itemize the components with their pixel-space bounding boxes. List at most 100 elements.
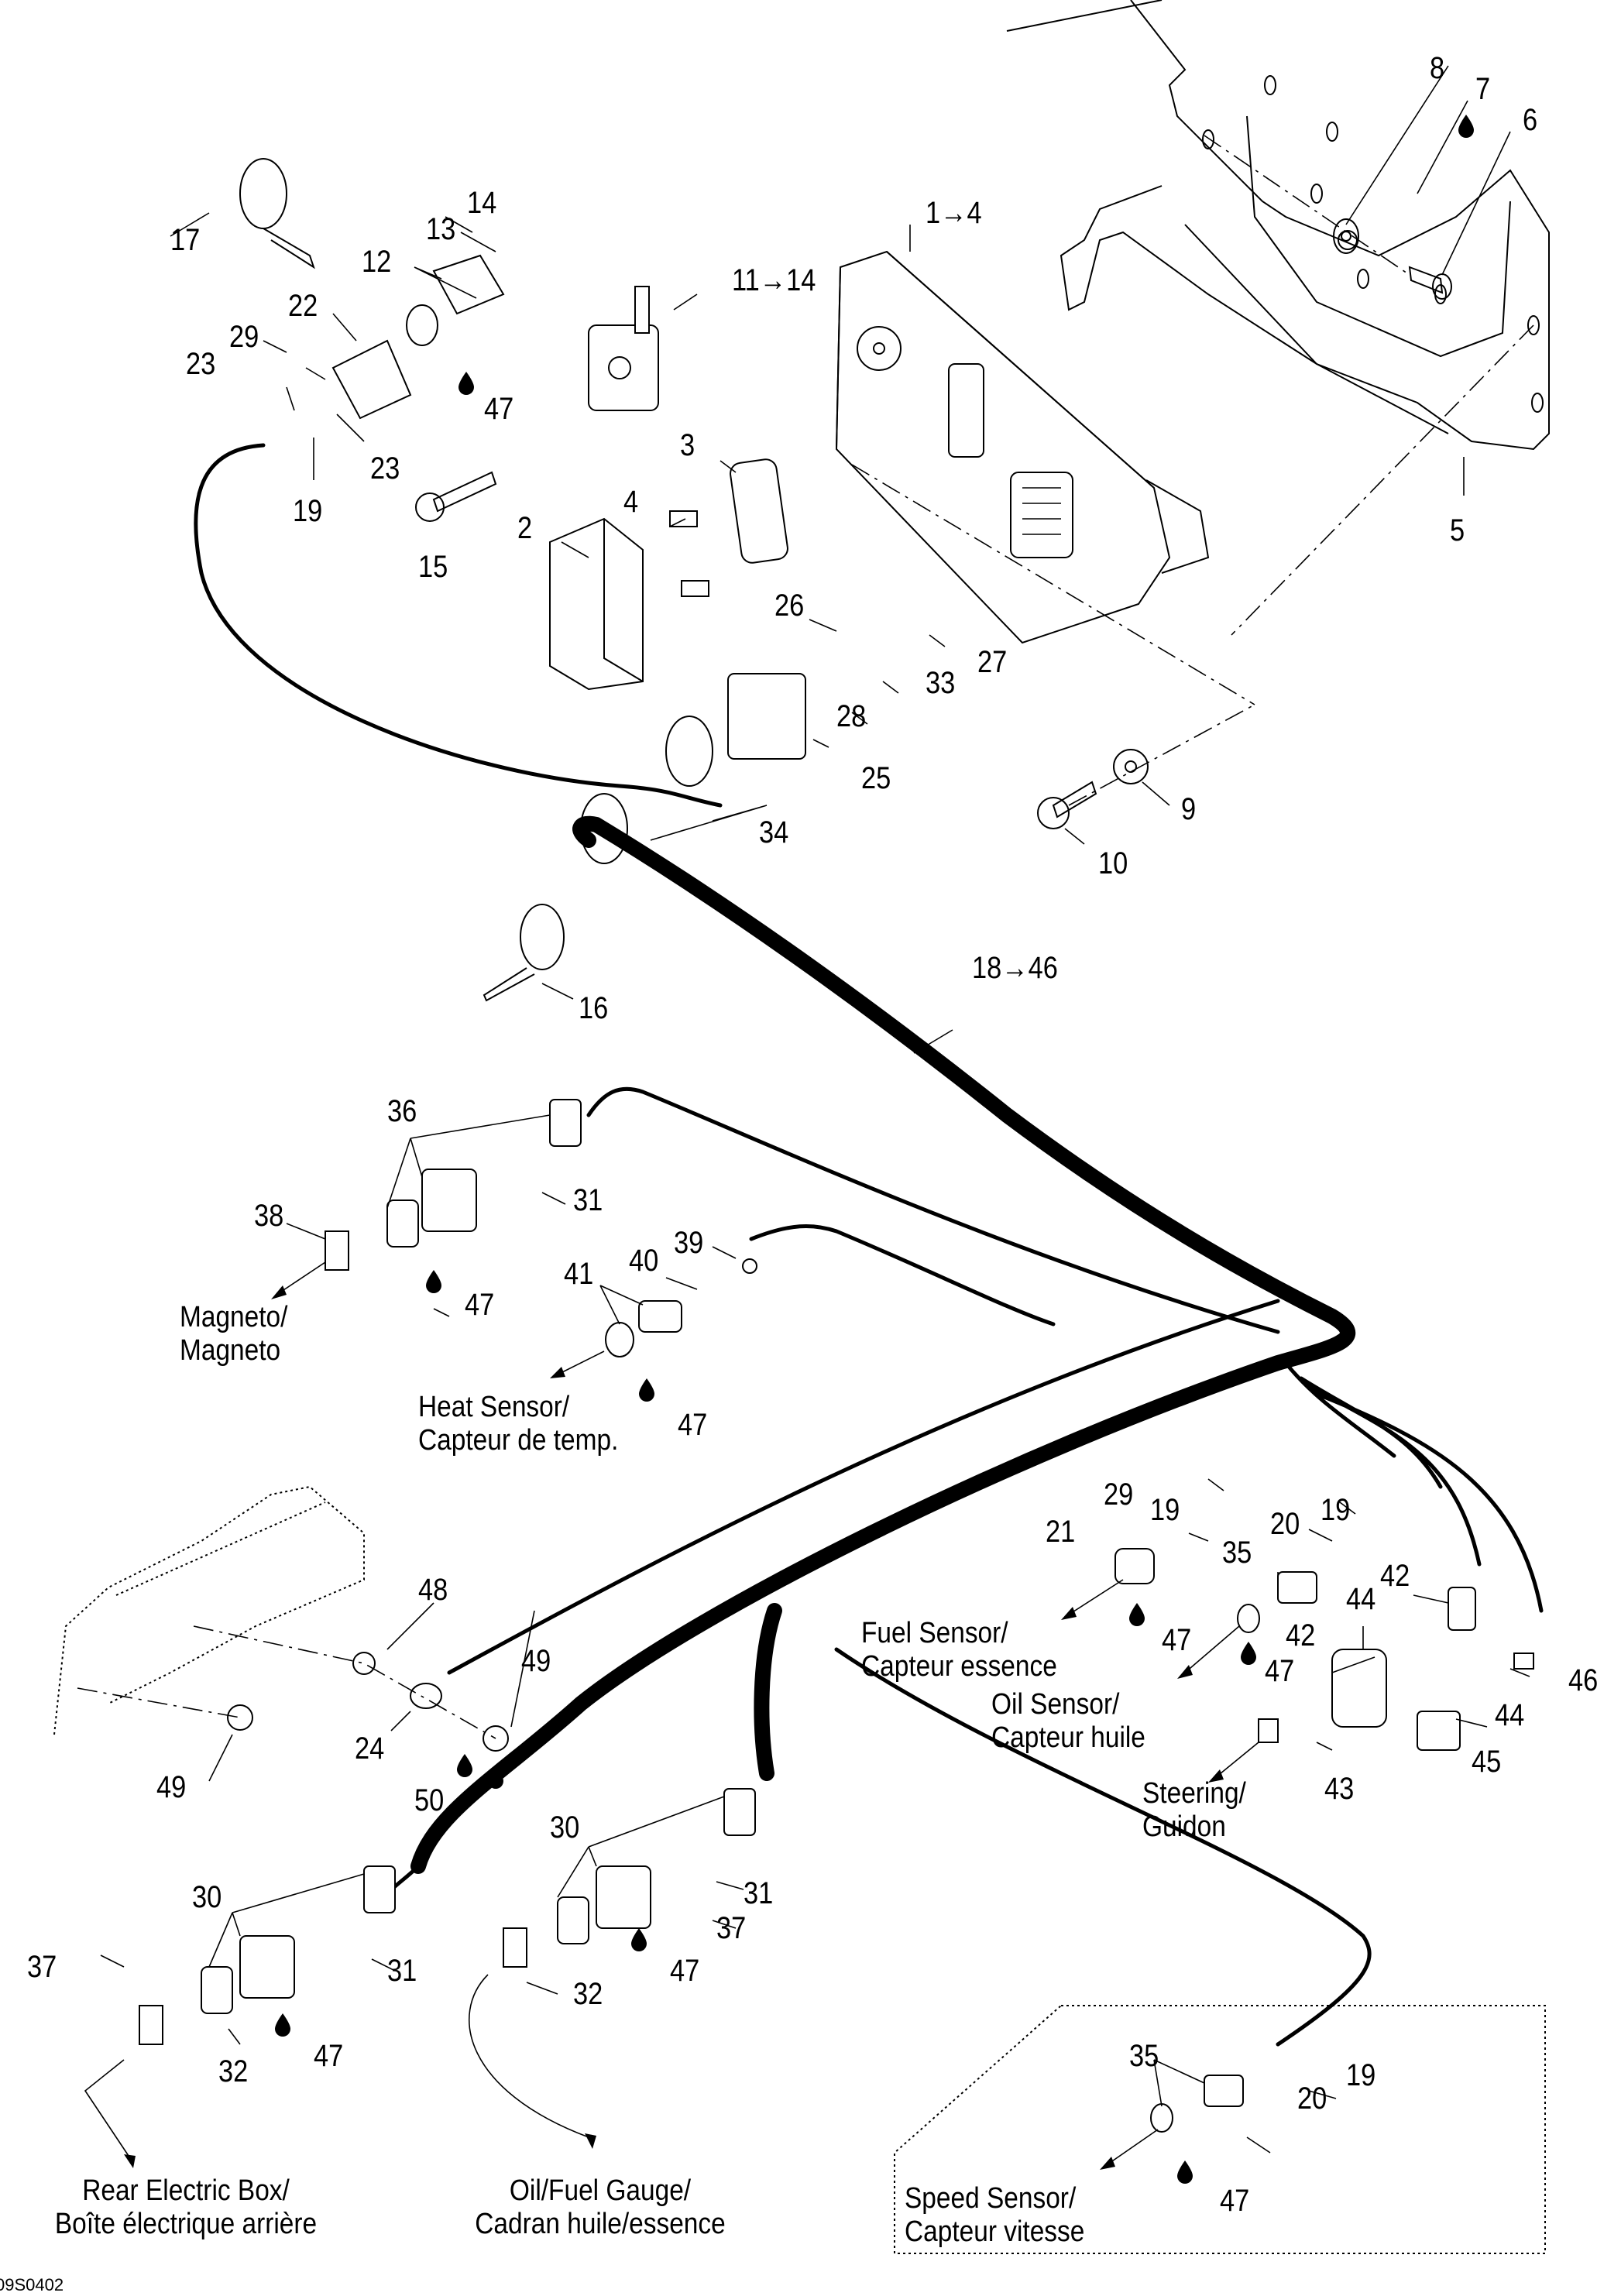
fuse-4b bbox=[681, 580, 709, 597]
harness-branch-heat-sensor bbox=[749, 1224, 1056, 1326]
callout-30: 30 bbox=[192, 1880, 222, 1914]
connector-30a bbox=[139, 1865, 396, 2045]
callout-17: 17 bbox=[170, 223, 201, 257]
fuel-sensor-connector-21 bbox=[1114, 1548, 1155, 1584]
location-oil-fuel-gauge-en: Oil/Fuel Gauge/ bbox=[509, 2174, 692, 2207]
connector-12 bbox=[331, 254, 505, 420]
callout-35: 35 bbox=[1129, 2039, 1159, 2073]
callout-3: 3 bbox=[680, 428, 695, 462]
speed-sensor-connector-35 bbox=[1150, 2075, 1244, 2133]
callout-20: 20 bbox=[1270, 1507, 1300, 1541]
ring-terminal-24 bbox=[410, 1683, 442, 1709]
drop-icon bbox=[1129, 1603, 1145, 1626]
callout-48: 48 bbox=[418, 1573, 448, 1607]
callout-42: 42 bbox=[1286, 1618, 1316, 1653]
connector-25 bbox=[727, 673, 806, 760]
location-fuel-sensor: Fuel Sensor/ Capteur essence bbox=[861, 1617, 1057, 1683]
wedge-38 bbox=[325, 1230, 349, 1271]
callout-24: 24 bbox=[355, 1731, 385, 1766]
location-magneto-en: Magneto/ bbox=[180, 1301, 288, 1333]
location-steering-en: Steering/ bbox=[1142, 1777, 1246, 1810]
location-oil-fuel-gauge-fr: Cadran huile/essence bbox=[475, 2207, 726, 2240]
drop-icon bbox=[1458, 115, 1474, 138]
location-speed-sensor-fr: Capteur vitesse bbox=[905, 2215, 1085, 2248]
callout-49: 49 bbox=[521, 1644, 551, 1678]
drop-icon bbox=[458, 372, 474, 395]
callout-47: 47 bbox=[465, 1288, 495, 1322]
callout-4: 4 bbox=[623, 485, 639, 519]
drop-icon bbox=[457, 1754, 472, 1777]
washer-9 bbox=[1113, 749, 1149, 784]
relay-2 bbox=[549, 517, 644, 691]
location-heat-sensor-fr: Capteur de temp. bbox=[418, 1423, 619, 1457]
callout-26: 26 bbox=[774, 589, 805, 623]
callout-32: 32 bbox=[218, 2054, 249, 2088]
drop-icon bbox=[631, 1928, 647, 1951]
callout-39: 39 bbox=[674, 1226, 704, 1260]
sensor-11 bbox=[588, 286, 659, 411]
location-magneto-fr: Magneto bbox=[180, 1333, 281, 1367]
location-oil-sensor: Oil Sensor/ Capteur huile bbox=[991, 1688, 1145, 1754]
location-steering-fr: Guidon bbox=[1142, 1810, 1226, 1843]
callout-31: 31 bbox=[573, 1183, 603, 1217]
callout-23: 23 bbox=[370, 451, 400, 486]
callout-6: 6 bbox=[1523, 103, 1538, 137]
callout-46: 46 bbox=[1568, 1663, 1597, 1697]
location-fuel-sensor-en: Fuel Sensor/ bbox=[861, 1617, 1008, 1649]
callout-41: 41 bbox=[564, 1257, 594, 1291]
wedge-43 bbox=[1258, 1718, 1279, 1743]
callout-43: 43 bbox=[1324, 1772, 1355, 1806]
bolt-15 bbox=[415, 471, 497, 522]
callout-15: 15 bbox=[418, 550, 448, 584]
callout-20: 20 bbox=[1297, 2082, 1327, 2116]
connector-30b bbox=[503, 1788, 756, 1968]
drop-icon bbox=[1241, 1642, 1256, 1665]
connector-42a bbox=[1448, 1587, 1476, 1631]
callout-21: 21 bbox=[1046, 1515, 1076, 1549]
drop-icon bbox=[488, 1766, 503, 1789]
main-harness-trunk bbox=[410, 815, 1355, 1874]
location-steering: Steering/ Guidon bbox=[1142, 1777, 1246, 1843]
cable-tie-34 bbox=[580, 716, 713, 864]
bolt-49a bbox=[227, 1704, 253, 1731]
location-heat-sensor-en: Heat Sensor/ bbox=[418, 1391, 570, 1423]
callout-36: 36 bbox=[387, 1094, 417, 1128]
callout-42: 42 bbox=[1380, 1559, 1410, 1593]
harness-branch-gauge bbox=[754, 1603, 782, 1781]
bolt-6 bbox=[1408, 266, 1452, 300]
callout-25: 25 bbox=[861, 761, 891, 795]
callout-47: 47 bbox=[1220, 2184, 1250, 2218]
harness-branch-ground bbox=[447, 1299, 1280, 1675]
callout-12: 12 bbox=[362, 245, 392, 279]
cable-tie-16 bbox=[483, 904, 565, 1002]
callout-49: 49 bbox=[156, 1770, 187, 1804]
location-fuel-sensor-fr: Capteur essence bbox=[861, 1649, 1057, 1683]
location-oil-fuel-gauge: Oil/Fuel Gauge/ Cadran huile/essence bbox=[457, 2174, 744, 2240]
callout-32: 32 bbox=[573, 1977, 603, 2011]
gasket-3 bbox=[730, 458, 788, 564]
location-speed-sensor-en: Speed Sensor/ bbox=[905, 2182, 1077, 2215]
callout-47: 47 bbox=[670, 1954, 700, 1988]
connector-36 bbox=[386, 1099, 582, 1248]
harness-branch-sensors bbox=[1283, 1361, 1544, 1613]
drop-icon bbox=[275, 2013, 290, 2037]
location-rear-electric-box-fr: Boîte électrique arrière bbox=[54, 2207, 318, 2240]
bolt-49b bbox=[483, 1725, 509, 1752]
location-rear-electric-box: Rear Electric Box/ Boîte électrique arri… bbox=[36, 2174, 335, 2240]
callout-19: 19 bbox=[1346, 2058, 1376, 2092]
callout-10: 10 bbox=[1098, 846, 1128, 880]
callout-38: 38 bbox=[254, 1199, 284, 1233]
chassis-outline bbox=[53, 1485, 365, 1735]
speed-sensor-frame bbox=[894, 2005, 1546, 2254]
location-heat-sensor: Heat Sensor/ Capteur de temp. bbox=[418, 1391, 618, 1457]
callout-14: 14 bbox=[467, 186, 497, 220]
location-oil-sensor-en: Oil Sensor/ bbox=[991, 1688, 1120, 1721]
callout-37: 37 bbox=[716, 1911, 747, 1945]
harness-branch-magneto bbox=[586, 1086, 1280, 1334]
callout-33: 33 bbox=[926, 666, 956, 700]
callout-11-14: 11→14 bbox=[732, 263, 816, 297]
callout-22: 22 bbox=[288, 289, 318, 323]
callout-1-4: 1→4 bbox=[926, 196, 982, 230]
location-magneto: Magneto/ Magneto bbox=[180, 1301, 287, 1367]
callout-8: 8 bbox=[1430, 51, 1445, 85]
